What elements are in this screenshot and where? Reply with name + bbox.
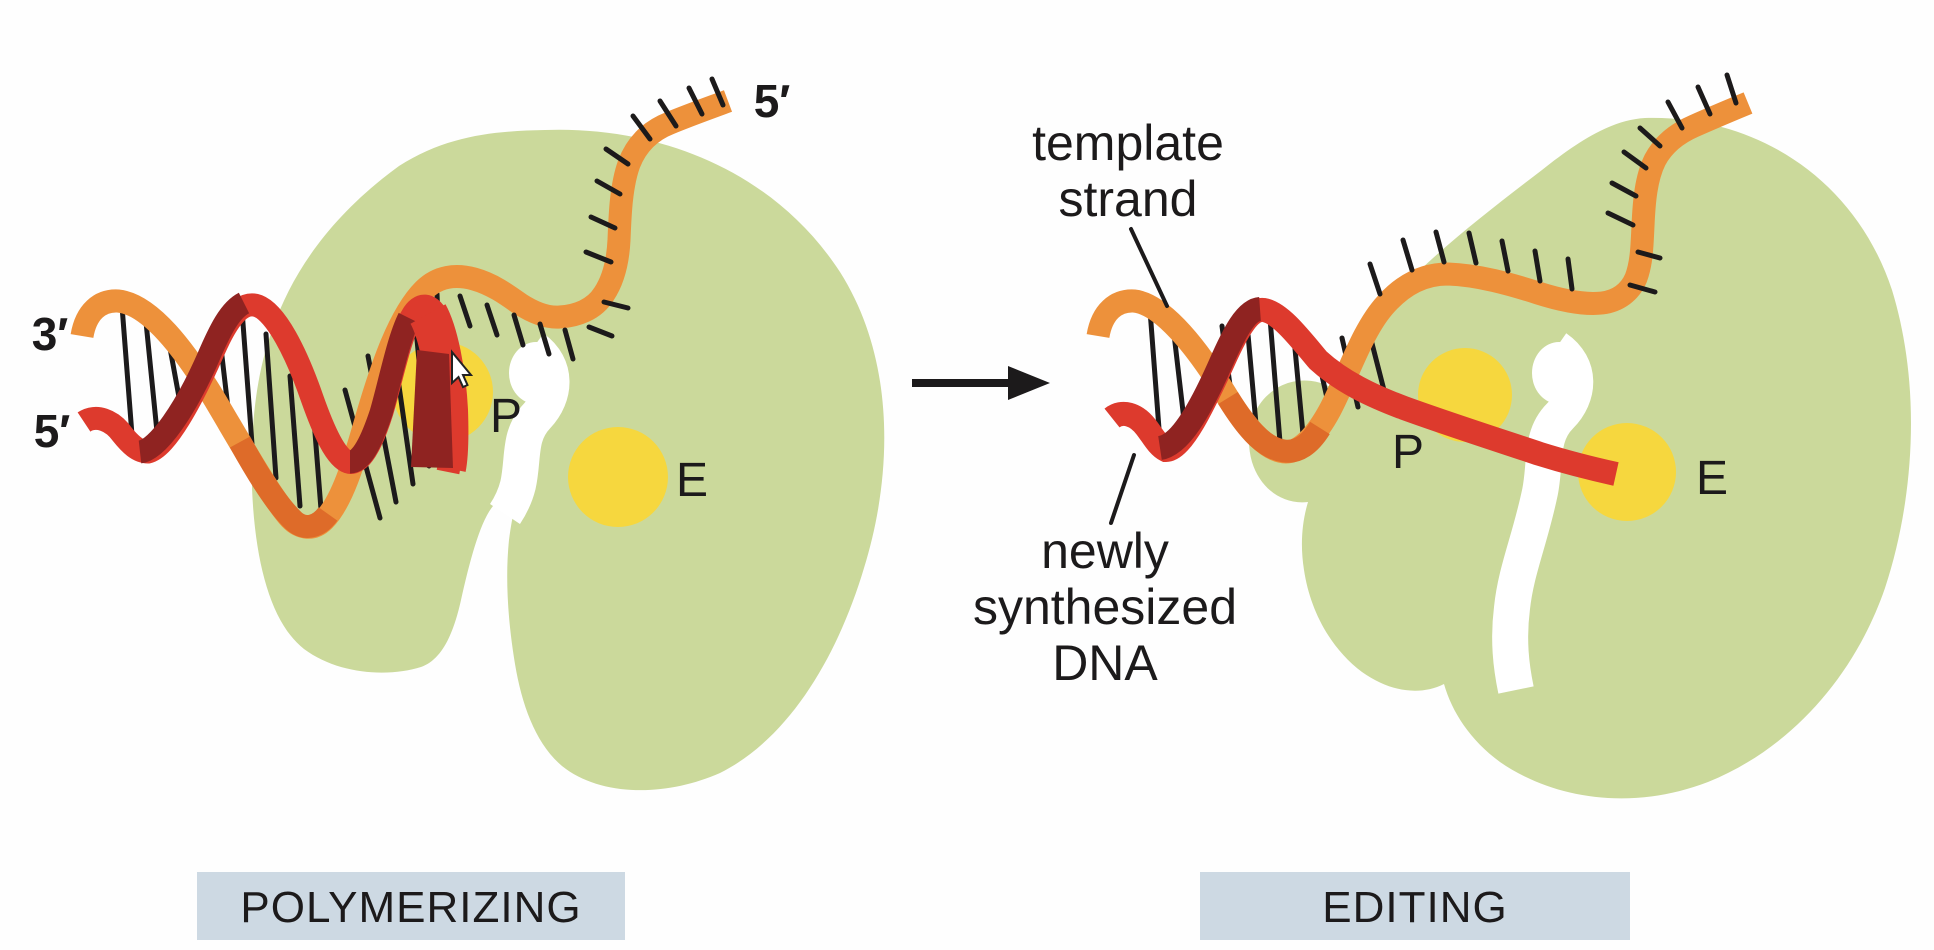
left-new-strand-shaded-1 (136, 292, 251, 464)
editing-caption: EDITING (1322, 883, 1507, 932)
left-5-prime-top-label: 5′ (754, 75, 791, 127)
left-e-site-circle (568, 427, 668, 527)
newly-synthesized-label-line2: synthesized (973, 579, 1237, 635)
newly-synthesized-leader (1109, 453, 1136, 525)
left-template-strand (70, 90, 733, 539)
right-template-ticks (1367, 72, 1739, 297)
annotation-texts: template strand newly synthesized DNA (973, 115, 1237, 691)
right-e-site-circle (1578, 423, 1676, 521)
left-template-ticks (457, 76, 726, 362)
annotation-leader-lines (1109, 227, 1169, 525)
left-polymerase-diagram: 3′ 5′ 5′ P E (32, 75, 885, 791)
template-strand-leader (1129, 227, 1169, 308)
template-strand-label-line1: template (1032, 115, 1224, 171)
captions: POLYMERIZING EDITING (197, 872, 1630, 940)
polymerizing-caption: POLYMERIZING (240, 883, 581, 932)
template-strand-label-line2: strand (1059, 171, 1198, 227)
left-labels: 3′ 5′ 5′ P E (32, 75, 791, 507)
transition-arrow (912, 366, 1050, 400)
right-template-strand-shaded (1218, 391, 1330, 463)
left-cleft-mouth (509, 342, 563, 404)
editing-caption-box (1200, 872, 1630, 940)
mouse-cursor[interactable] (451, 349, 474, 389)
newly-synthesized-label-line3: DNA (1052, 635, 1158, 691)
right-labels: P E (1392, 426, 1728, 505)
right-p-site-label: P (1392, 426, 1424, 479)
middle-annotations: template strand newly synthesized DNA (912, 115, 1237, 691)
right-cleft-mouth (1532, 342, 1586, 404)
left-e-site-label: E (676, 454, 708, 507)
right-e-site-label: E (1696, 452, 1728, 505)
right-polymerase-diagram: P E (1086, 72, 1911, 799)
left-p-site-label: P (490, 390, 522, 443)
left-new-strand-terminus (411, 350, 453, 468)
left-3-prime-label: 3′ (32, 308, 69, 360)
left-5-prime-bottom-label: 5′ (34, 405, 71, 457)
right-template-strand (1086, 92, 1753, 464)
newly-synthesized-label-line1: newly (1041, 523, 1169, 579)
right-new-strand-shaded (1156, 297, 1263, 460)
left-new-strand-shaded-2 (347, 312, 420, 474)
polymerizing-caption-box (197, 872, 625, 940)
left-template-strand-shaded (229, 436, 338, 538)
right-new-strand (1104, 298, 1619, 486)
